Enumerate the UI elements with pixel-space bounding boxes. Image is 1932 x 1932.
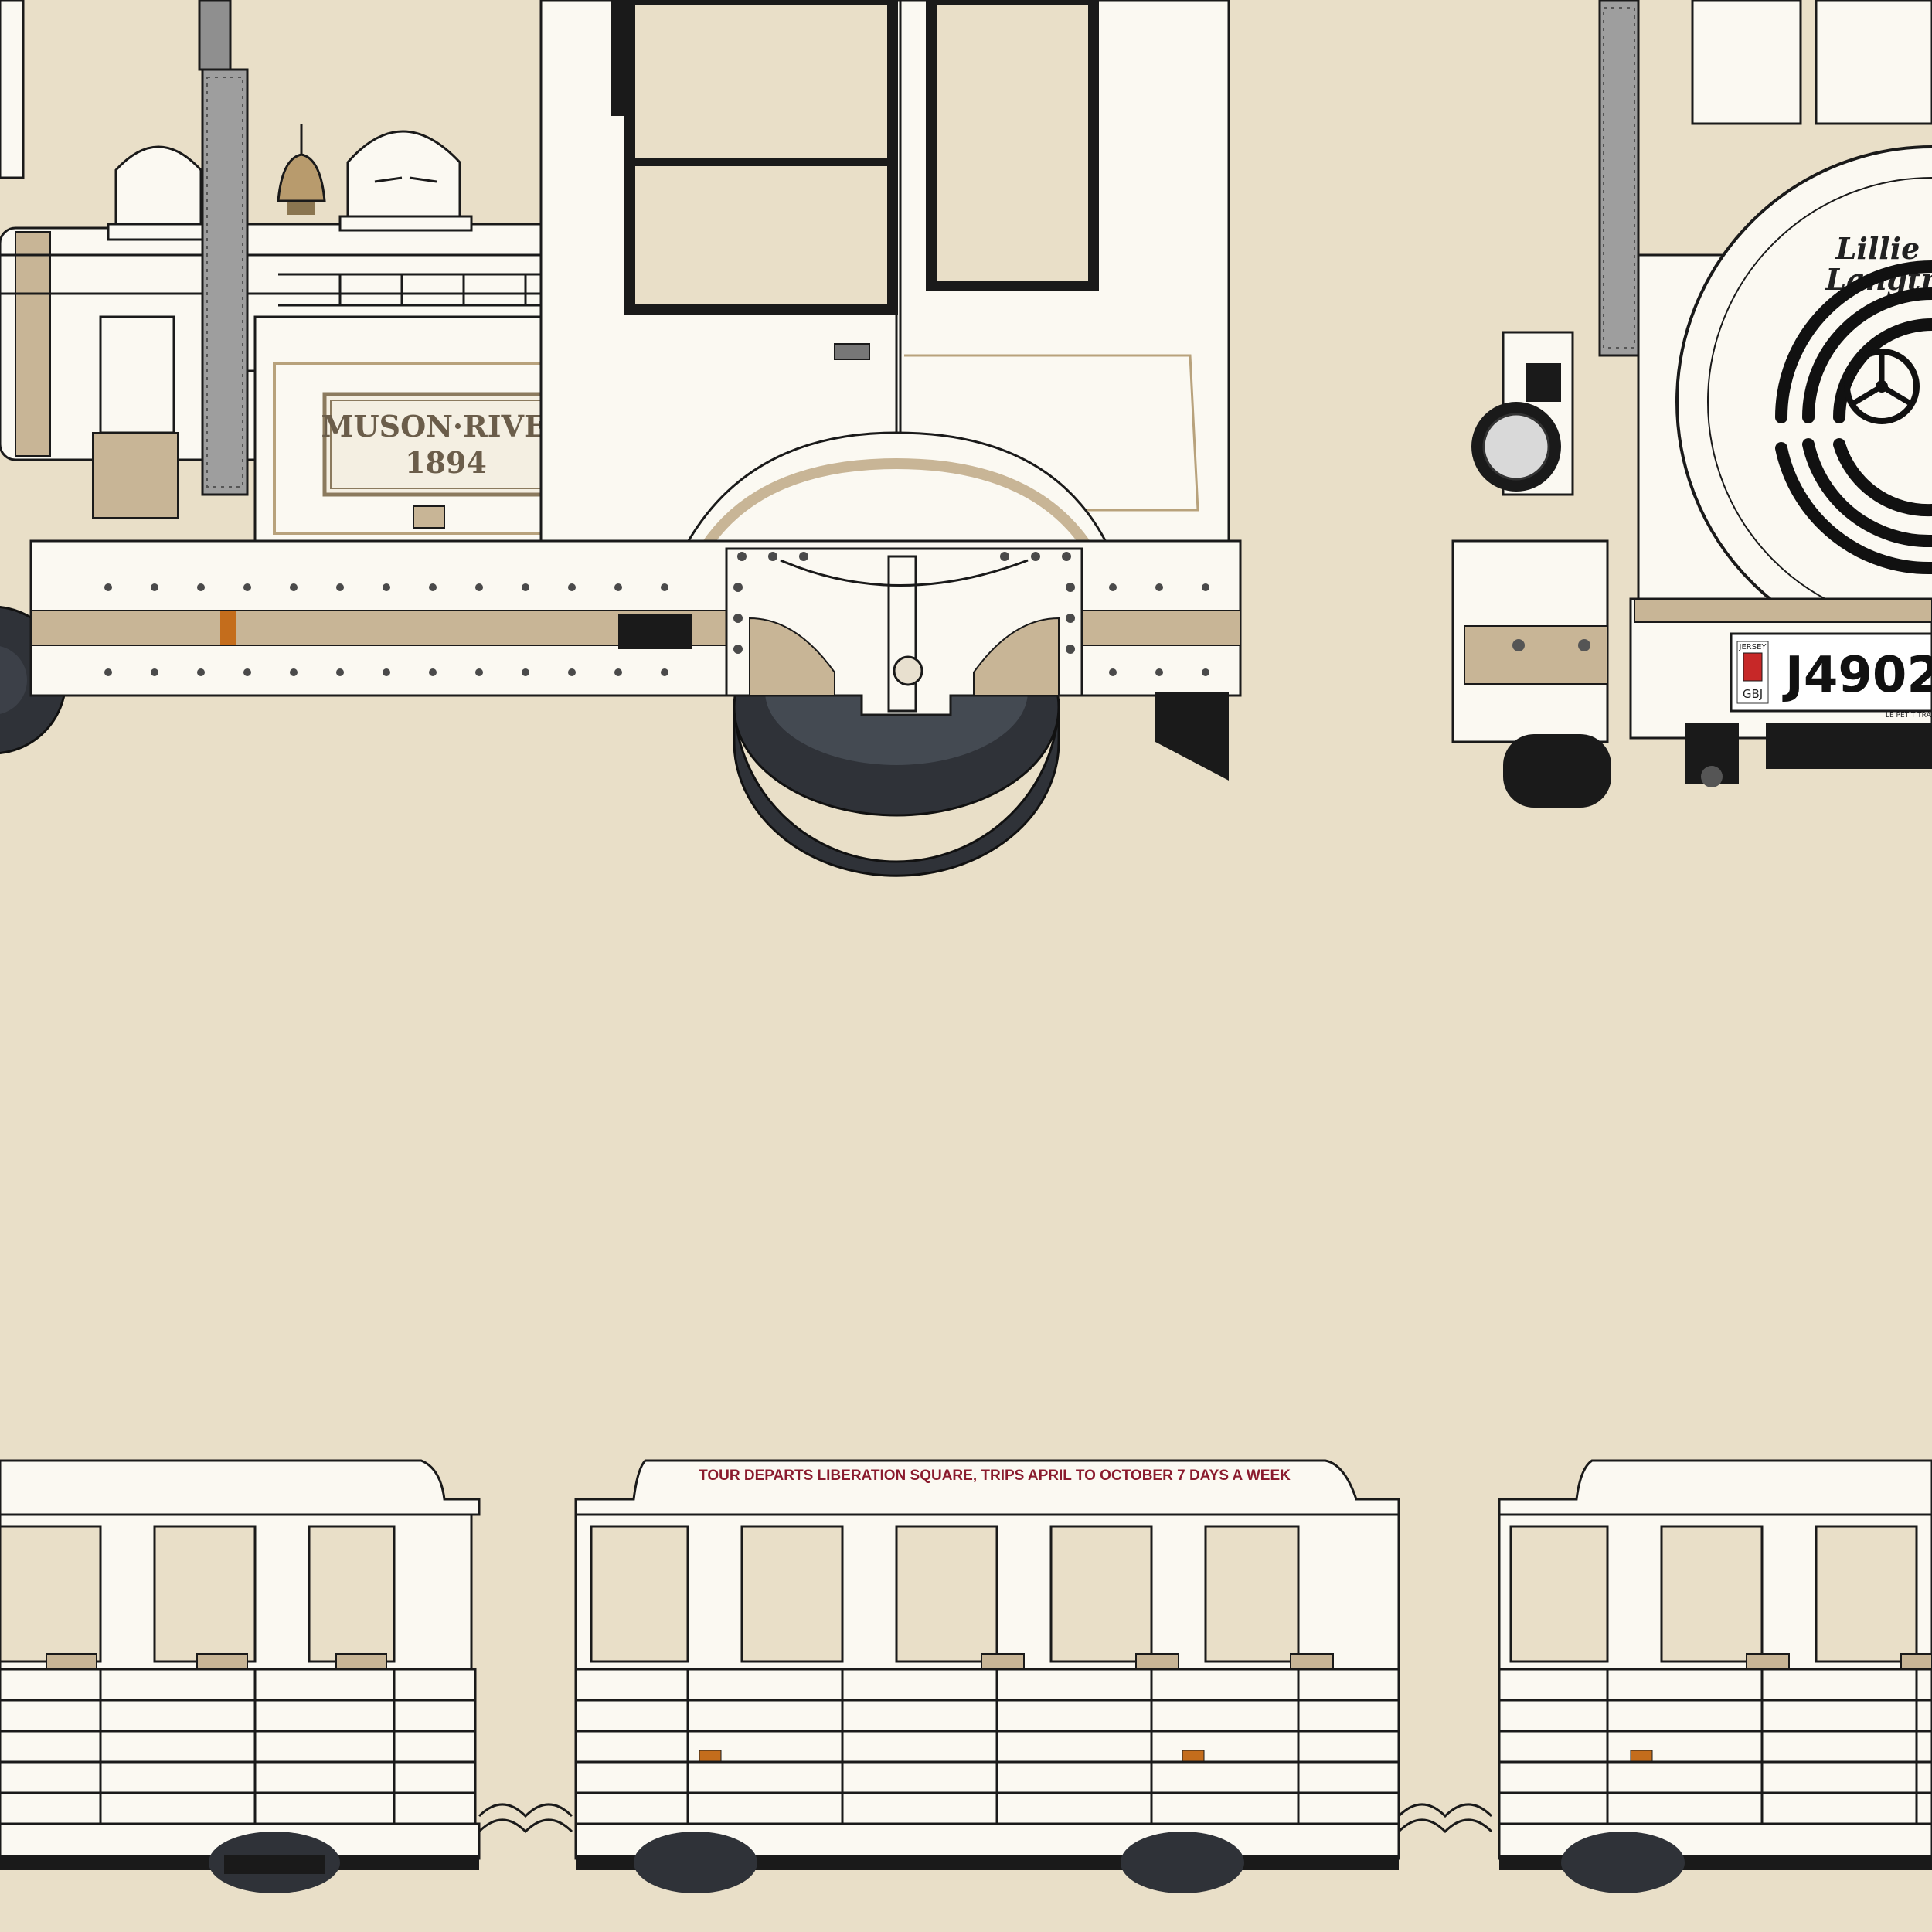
carriage-right: [1498, 1459, 1932, 1893]
carriage-left: [0, 1459, 481, 1893]
nameplate: MUSON·RIVER 1894: [321, 392, 571, 497]
locomotive-side-view: MUSON·RIVER 1894: [0, 0, 1242, 877]
nameplate-line-1: MUSON·RIVER: [321, 409, 571, 444]
front-wheels: [1503, 723, 1932, 808]
cab-door-window: [624, 0, 898, 315]
exhaust-stack: [0, 0, 249, 496]
coupling-1: [478, 1803, 573, 1834]
headlamp: [1471, 331, 1574, 573]
plate-region-bottom: GBJ: [1743, 687, 1763, 701]
nameplate-line-2: 1894: [405, 445, 487, 480]
bell-icon: [277, 124, 326, 215]
loco-name-line-1: Lillie: [1835, 231, 1920, 266]
steering-wheel-emblem-icon: [1844, 349, 1920, 424]
plate-region-top: JERSEY: [1739, 643, 1767, 651]
registration-number: J4902: [1782, 647, 1932, 704]
front-skirt: [1451, 539, 1932, 743]
carriage-middle: TOUR DEPARTS LIBERATION SQUARE, TRIPS AP…: [574, 1459, 1400, 1893]
grille-vents: [1775, 260, 1932, 575]
maker-mark: LE PETIT TRAIN: [1886, 712, 1932, 719]
cab-side-window: [926, 0, 1099, 291]
locomotive-front-view: Lillie Langtry: [1451, 0, 1932, 808]
steam-domes: [107, 130, 473, 241]
wheel-fender: [679, 431, 1114, 560]
coupling-2: [1397, 1803, 1493, 1834]
license-plate: JERSEY GBJ J4902 LE PETIT TRAIN: [1730, 632, 1932, 719]
axle-guard: [725, 547, 1083, 716]
carriage-banner: TOUR DEPARTS LIBERATION SQUARE, TRIPS AP…: [699, 1468, 1291, 1484]
frame-rivets: [104, 583, 1209, 676]
